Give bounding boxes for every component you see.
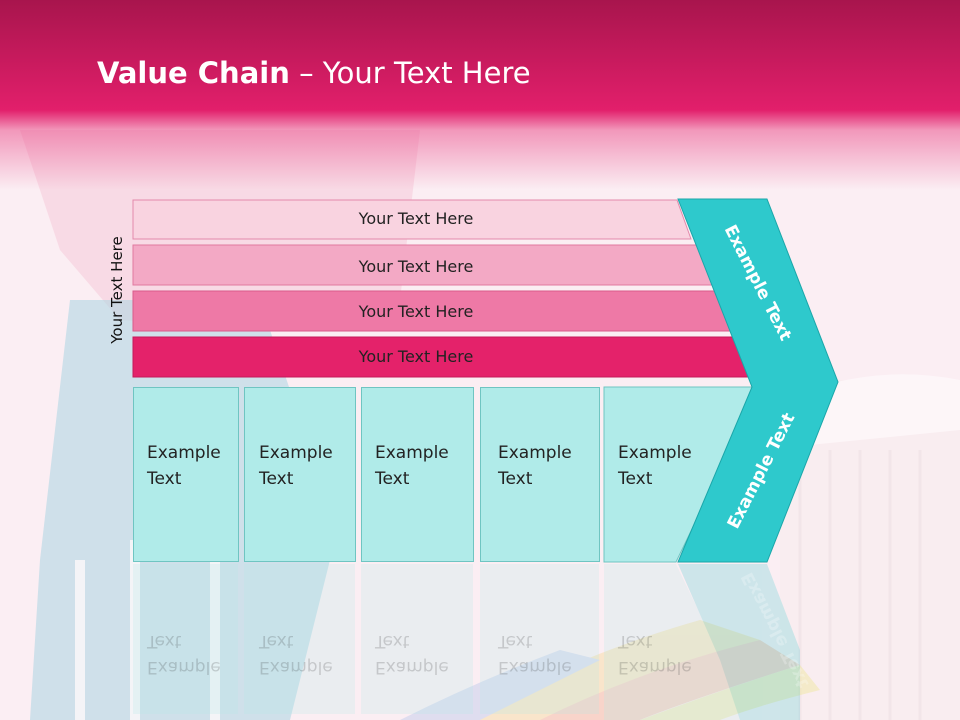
cell-2 [244, 387, 356, 562]
page-title: Value Chain – Your Text Here [97, 56, 531, 90]
title-rest: – Your Text Here [289, 56, 531, 90]
row-label-2: Your Text Here [358, 257, 474, 276]
chevron-arrow [677, 198, 839, 563]
row-label-3: Your Text Here [358, 302, 474, 321]
row-bar-1 [132, 199, 692, 240]
cell-3 [361, 387, 474, 562]
cell-4 [480, 387, 600, 562]
row-label-4: Your Text Here [358, 347, 474, 366]
header-band [0, 0, 960, 190]
cells-reflection [133, 564, 800, 720]
cell-1 [133, 387, 239, 562]
row-label-1: Your Text Here [358, 209, 474, 228]
title-bold: Value Chain [97, 56, 290, 90]
